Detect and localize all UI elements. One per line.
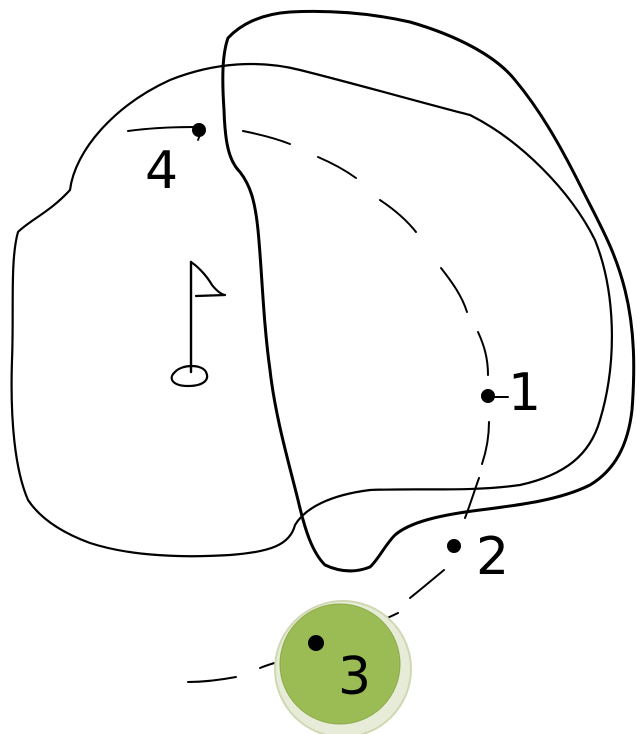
flag-icon [189,260,227,374]
point-label-2: 2 [476,527,509,587]
point-marker-3 [308,635,324,651]
left-region-outline [10,62,613,558]
hole-icon [170,364,209,388]
shot-path [127,126,490,683]
point-label-1: 1 [508,363,541,423]
right-region-outline [221,9,636,573]
point-marker-2 [447,539,461,553]
green-circle [274,600,412,734]
point-label-4: 4 [145,141,178,201]
point-marker-1 [481,389,509,403]
point-label-3: 3 [338,647,371,707]
point-marker-4 [192,123,206,141]
